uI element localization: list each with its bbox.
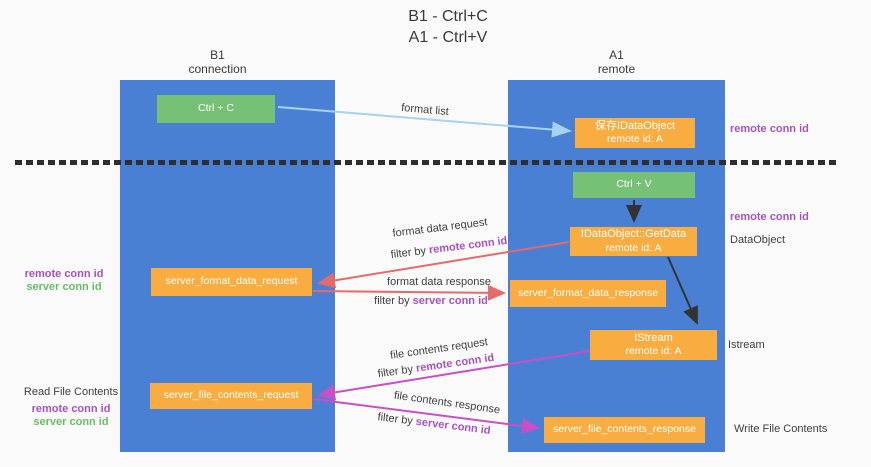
- filter-key-remote-conn-id: remote conn id: [428, 234, 508, 257]
- server-format-data-request-label: server_format_data_request: [165, 275, 298, 288]
- left-read-file-block: Read File Contents remote conn id server…: [11, 386, 131, 429]
- filter-by-text: filter by: [377, 362, 417, 381]
- left-read-file-contents-label: Read File Contents: [23, 386, 119, 398]
- server-format-data-response-box: server_format_data_response: [510, 280, 666, 307]
- format-data-request-label: format data request: [391, 216, 489, 240]
- server-format-data-request-box: server_format_data_request: [151, 268, 312, 296]
- lane-header-a1: A1 remote: [508, 48, 725, 77]
- server-file-contents-request-box: server_file_contents_request: [150, 383, 312, 409]
- istream-line2: remote id: A: [625, 345, 682, 358]
- server-file-contents-response-label: server_file_contents_response: [552, 423, 696, 436]
- filter-key-server-conn-id: server conn id: [412, 295, 488, 307]
- filter-by-text: filter by: [376, 411, 417, 428]
- format-data-response-label: format data response: [387, 276, 491, 288]
- lane-b1-name: B1: [210, 48, 225, 62]
- ctrl-c-label: Ctrl + C: [198, 102, 234, 115]
- getdata-line1: IDataObject::GetData: [580, 228, 687, 241]
- idataobject-getdata-box: IDataObject::GetData remote id: A: [570, 227, 697, 256]
- save-idataobject-box: 保存IDataObject remote id: A: [575, 118, 695, 148]
- left-server-conn-id-mid: server conn id: [26, 280, 102, 293]
- format-request-to-response-arrow: [312, 284, 506, 301]
- left-remote-conn-id-mid: remote conn id: [24, 268, 104, 280]
- filter-by-text: filter by: [374, 295, 413, 307]
- title-line-1: B1 - Ctrl+C: [408, 8, 488, 25]
- diagram-title: B1 - Ctrl+C A1 - Ctrl+V: [28, 6, 868, 48]
- file-response-filter-label: filter by server conn id: [377, 411, 491, 437]
- ctrl-c-box: Ctrl + C: [157, 95, 275, 123]
- lane-b1-subtitle: connection: [188, 61, 247, 76]
- right-write-file-contents-label: Write File Contents: [734, 423, 828, 435]
- format-list-label: format list: [400, 101, 450, 119]
- save-idataobject-line1: 保存IDataObject: [594, 119, 676, 132]
- left-conn-id-block: remote conn id server conn id: [4, 268, 124, 294]
- left-remote-conn-id-bottom: remote conn id: [31, 402, 111, 415]
- ctrl-v-box: Ctrl + V: [573, 172, 695, 198]
- filter-by-text: filter by: [390, 244, 430, 262]
- right-remote-conn-id-top: remote conn id: [730, 123, 809, 135]
- format-response-filter-label: filter by server conn id: [374, 295, 488, 307]
- format-request-filter-label: filter by remote conn id: [390, 235, 508, 261]
- phase-divider-dashed-line: [15, 160, 837, 165]
- istream-box: IStream remote id: A: [590, 330, 717, 360]
- lane-header-b1: B1 connection: [110, 48, 325, 77]
- save-idataobject-line2: remote id: A: [606, 133, 664, 146]
- right-istream-label: Istream: [728, 339, 765, 351]
- filter-key-server-conn-id: server conn id: [415, 415, 492, 437]
- istream-line1: IStream: [634, 331, 673, 344]
- getdata-line2: remote id: A: [605, 241, 662, 254]
- lane-a1-subtitle: remote: [597, 61, 636, 76]
- title-line-2: A1 - Ctrl+V: [408, 29, 488, 47]
- server-format-data-response-label: server_format_data_response: [517, 286, 659, 299]
- left-server-conn-id-bottom: server conn id: [33, 415, 109, 428]
- ctrl-v-label: Ctrl + V: [616, 178, 652, 191]
- server-file-contents-request-label: server_file_contents_request: [163, 389, 299, 402]
- lane-a1-name: A1: [609, 48, 624, 62]
- right-dataobject-label: DataObject: [730, 234, 786, 246]
- file-contents-response-label: file contents response: [393, 389, 501, 417]
- right-remote-conn-id-mid: remote conn id: [730, 211, 809, 223]
- server-file-contents-response-box: server_file_contents_response: [544, 417, 705, 443]
